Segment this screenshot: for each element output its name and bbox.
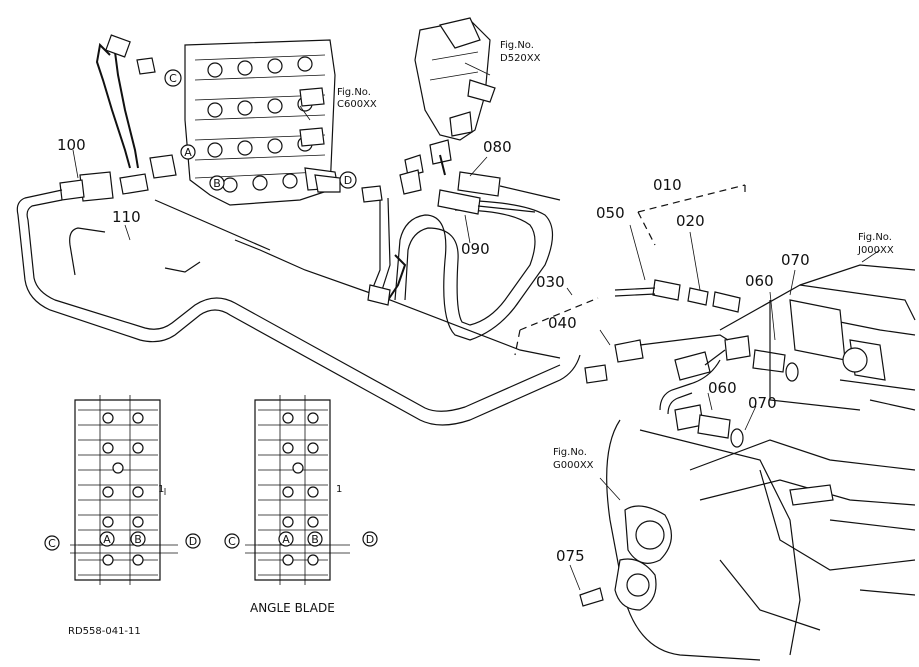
- marker-d-right: D: [366, 533, 374, 546]
- label-070-top: 070: [781, 251, 810, 269]
- part-labels: 100 110 080 090 010 020 050 030 040 070 …: [57, 136, 810, 565]
- fig-d520-line1: Fig.No.: [500, 40, 534, 51]
- marker-c-top: C: [169, 72, 177, 85]
- marker-d-left: D: [189, 535, 197, 548]
- marker-a-left: A: [103, 533, 111, 546]
- fig-j000-line2: J000XX: [857, 245, 894, 256]
- angle-blade-fittings: [584, 279, 799, 448]
- label-090: 090: [461, 240, 490, 258]
- label-060-bottom: 060: [708, 379, 737, 397]
- fig-d520-line2: D520XX: [500, 53, 541, 64]
- marker-d-top: D: [344, 174, 352, 187]
- label-070-bottom: 070: [748, 394, 777, 412]
- port-marker-letters: C A B D A B C D A B C D 1 1: [48, 72, 374, 550]
- drawing-reference: RD558-041-11: [68, 626, 141, 637]
- label-100: 100: [57, 136, 86, 154]
- port-marker-circles: [164, 69, 357, 191]
- main-hose-routing: [16, 185, 581, 426]
- pedal-valve-assembly: [399, 17, 561, 215]
- mark-one-left: 1: [158, 484, 164, 495]
- label-010: 010: [653, 176, 682, 194]
- marker-b-left: B: [134, 533, 142, 546]
- label-020: 020: [676, 212, 705, 230]
- control-valve-assembly: [184, 39, 341, 206]
- label-060-top: 060: [745, 272, 774, 290]
- marker-a-top: A: [184, 146, 192, 159]
- label-110: 110: [112, 208, 141, 226]
- angle-blade-caption: ANGLE BLADE: [250, 601, 335, 615]
- group-brackets: [514, 184, 746, 356]
- label-040: 040: [548, 314, 577, 332]
- fig-c600-line2: C600XX: [337, 99, 377, 110]
- figure-references: Fig.No. C600XX Fig.No. D520XX Fig.No. J0…: [337, 40, 894, 471]
- machine-frame: [579, 264, 916, 661]
- valve-schematic-left: [44, 395, 201, 585]
- label-050: 050: [596, 204, 625, 222]
- valve-schematic-angle-blade: [224, 395, 378, 585]
- leader-lines: [72, 62, 881, 591]
- label-030: 030: [536, 273, 565, 291]
- marker-c-right: C: [228, 535, 236, 548]
- label-080: 080: [483, 138, 512, 156]
- mark-one-right: 1: [336, 484, 342, 495]
- marker-b-right: B: [311, 533, 319, 546]
- fig-j000-line1: Fig.No.: [858, 232, 892, 243]
- fig-g000-line1: Fig.No.: [553, 447, 587, 458]
- marker-c-left: C: [48, 537, 56, 550]
- fig-c600-line1: Fig.No.: [337, 87, 371, 98]
- label-075: 075: [556, 547, 585, 565]
- fig-g000-line2: G000XX: [553, 460, 594, 471]
- marker-b-top: B: [213, 177, 221, 190]
- valve-hoses: [59, 34, 177, 202]
- marker-a-right: A: [282, 533, 290, 546]
